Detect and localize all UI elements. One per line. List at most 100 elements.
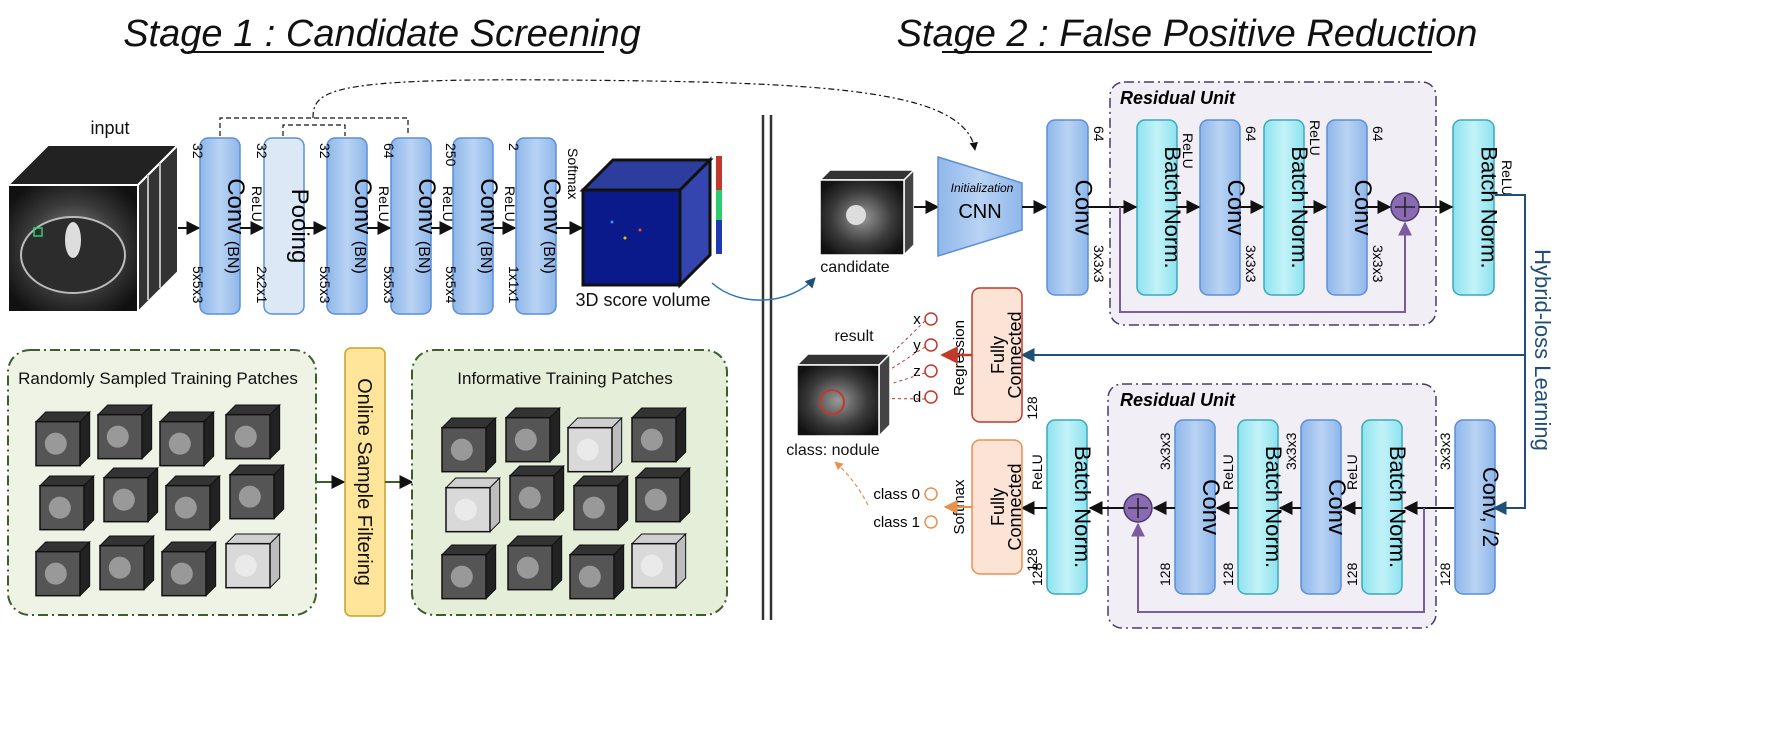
candidate-label: candidate <box>820 259 889 276</box>
result-volume <box>795 352 892 438</box>
relu-5: ReLU <box>1220 454 1236 490</box>
relu-1: ReLU <box>1180 133 1196 169</box>
conv-3-kernel: 3x3x3 <box>1370 245 1386 283</box>
regression-output-label: x <box>913 311 921 328</box>
conv-5-kernel: 3x3x3 <box>1157 432 1173 470</box>
relu-2: ReLU <box>1307 120 1323 156</box>
random-patches <box>34 403 285 597</box>
training-patch <box>96 403 153 460</box>
stage1-block-kernel: 2x2x1 <box>254 266 270 304</box>
class-output-node <box>924 515 938 529</box>
fc-classification-bottom: 128 <box>1024 548 1040 572</box>
training-patch <box>224 403 281 460</box>
stage1-block-top: 250 <box>443 143 459 167</box>
training-patch <box>34 410 91 467</box>
training-patch <box>224 532 281 589</box>
stage1-conv-block <box>452 137 494 315</box>
conv-2-kernel: 3x3x3 <box>1243 245 1259 283</box>
training-patch <box>444 476 501 533</box>
stage1-block-suffix: (BN) <box>477 241 494 274</box>
stage1-block-suffix: (BN) <box>415 241 432 274</box>
stage1-conv-block <box>199 137 241 315</box>
init-cnn-bottom: CNN <box>958 201 1001 223</box>
conv-1-kernel: 3x3x3 <box>1091 245 1107 283</box>
stage1-title: Stage 1 : Candidate Screening <box>123 13 641 55</box>
init-cnn-top: Initialization <box>951 181 1014 195</box>
conv-3-filters: 64 <box>1370 126 1386 142</box>
training-patch <box>158 410 215 467</box>
fc-classification-label1: Fully <box>988 488 1008 526</box>
fc-classification-label2: Connected <box>1005 463 1025 550</box>
stage1-block-label: Conv (BN) <box>413 178 440 274</box>
result-label: result <box>834 328 874 345</box>
training-patch <box>504 406 561 463</box>
score-volume-label: 3D score volume <box>575 290 710 310</box>
stage1-block-label: Pooing <box>286 189 313 264</box>
conv-5-filters: 128 <box>1157 562 1173 586</box>
training-patch <box>440 543 497 600</box>
bn-block-3-label: Batch Norm. <box>1477 146 1502 268</box>
training-patch <box>566 416 623 473</box>
training-patch <box>160 540 217 597</box>
input-volume <box>5 142 181 315</box>
score-volume <box>579 156 722 289</box>
class-outputs: class 0 class 1 <box>873 486 938 531</box>
training-patch <box>164 474 221 531</box>
residual-unit-1-title: Residual Unit <box>1120 88 1236 108</box>
training-patch <box>508 464 565 521</box>
stage1-block-suffix: (BN) <box>224 241 241 274</box>
training-patch <box>98 534 155 591</box>
stage1-block-activation: ReLU <box>376 186 392 222</box>
fc-regression-bottom: 128 <box>1024 396 1040 420</box>
stage1-block-kernel: 5x5x4 <box>443 266 459 304</box>
training-patch <box>102 466 159 523</box>
stage1-conv-block <box>515 137 557 315</box>
conv-half-filters: 128 <box>1437 562 1453 586</box>
training-patch <box>38 474 95 531</box>
candidate-volume <box>818 168 916 257</box>
stage1-block-label: Conv (BN) <box>349 178 376 274</box>
input-label: input <box>90 118 129 138</box>
class-output-node <box>924 487 938 501</box>
stage1-block-label: Conv (BN) <box>475 178 502 274</box>
class-output-label: class 0 <box>873 486 920 503</box>
stage1-block-kernel: 1x1x1 <box>506 266 522 304</box>
stage1-conv-block <box>390 137 432 315</box>
residual-unit-2-title: Residual Unit <box>1120 390 1236 410</box>
regression-output-node <box>924 312 938 326</box>
stage1-block-activation: Softmax <box>565 148 581 199</box>
init-cnn-block <box>937 155 1023 258</box>
stage1-block-activation: ReLU <box>440 186 456 222</box>
training-patch <box>506 534 563 591</box>
training-patch <box>34 540 91 597</box>
training-patch <box>630 406 687 463</box>
relu-3: ReLU <box>1499 160 1515 196</box>
relu-6: ReLU <box>1029 454 1045 490</box>
regression-label: Regression <box>951 320 968 396</box>
stage1-block-kernel: 5x5x3 <box>190 266 206 304</box>
pooling-block <box>263 137 305 315</box>
training-patch <box>440 416 497 473</box>
conv-4-kernel: 3x3x3 <box>1283 432 1299 470</box>
conv-half-kernel: 3x3x3 <box>1437 432 1453 470</box>
online-filter-label: Online Sample Filtering <box>353 378 375 586</box>
bn-5-filters: 128 <box>1220 562 1236 586</box>
stage1-block-top: 32 <box>254 143 270 159</box>
training-patch <box>630 532 687 589</box>
regression-output-node <box>924 390 938 404</box>
conv-2-filters: 64 <box>1243 126 1259 142</box>
training-patch <box>572 474 629 531</box>
training-patch <box>634 466 691 523</box>
stage1-block-suffix: (BN) <box>540 241 557 274</box>
informative-patches <box>440 406 691 600</box>
class-output-label: class 1 <box>873 514 920 531</box>
relu-4: ReLU <box>1344 454 1360 490</box>
regression-output-label: z <box>913 363 921 380</box>
regression-output-label: d <box>913 389 921 406</box>
stage1-block-activation: ReLU <box>249 186 265 222</box>
training-patch <box>568 543 625 600</box>
